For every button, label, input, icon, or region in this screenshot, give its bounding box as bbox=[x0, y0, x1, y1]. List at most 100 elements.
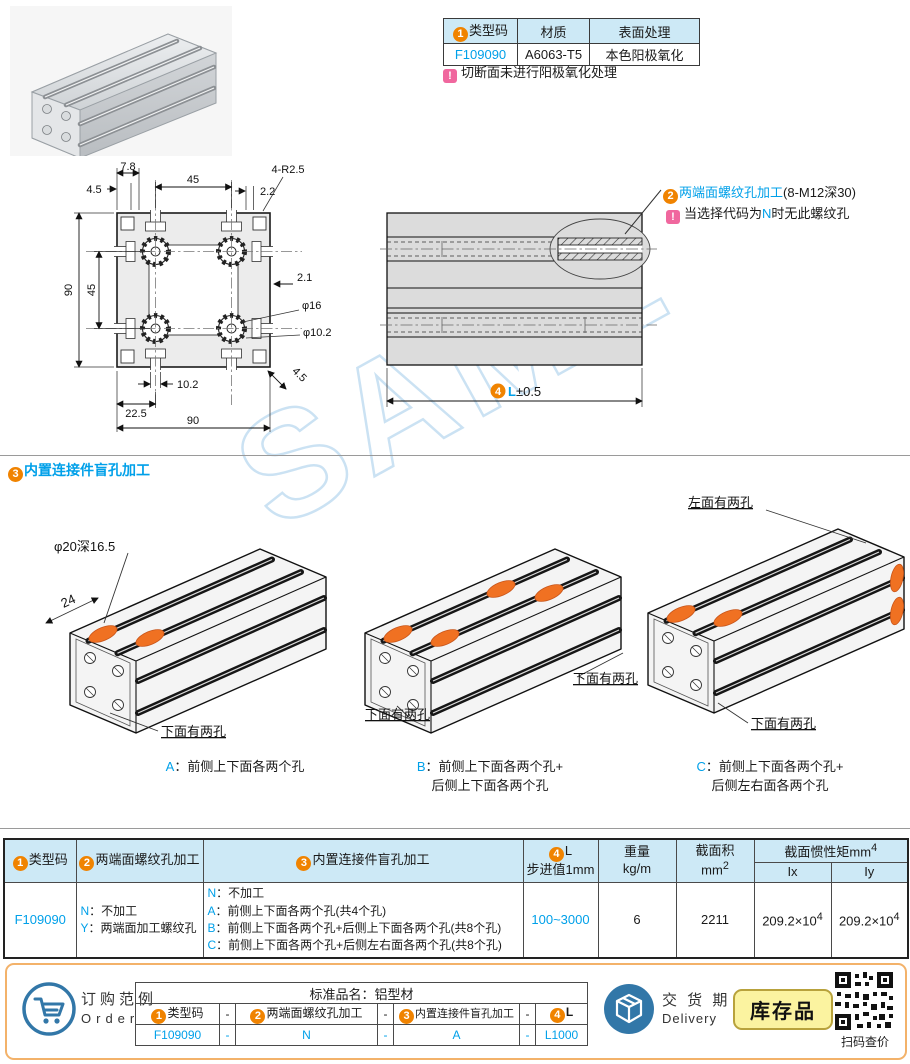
warning-icon: ! bbox=[666, 210, 680, 224]
blind-hole-plugs bbox=[88, 625, 165, 647]
variant-b-caption: B：前侧上下面各两个孔+ 后侧上下面各两个孔 bbox=[416, 759, 564, 793]
dim-label: 4.5 bbox=[289, 365, 308, 384]
blind-hole-variant-b-drawing: 下面有两孔 下面有两孔 bbox=[335, 505, 638, 755]
stock-badge: 库存品 bbox=[733, 989, 833, 1030]
thread-note: !当选择代码为N时无此螺纹孔 bbox=[666, 203, 849, 224]
section-divider bbox=[0, 455, 910, 456]
spec-type-code-link[interactable]: F109090 bbox=[3, 882, 77, 959]
section-divider bbox=[0, 828, 910, 829]
num-4-icon: 4 bbox=[548, 847, 564, 863]
num-1-icon: 1 bbox=[452, 27, 468, 42]
svg-text:L±0.5: L±0.5 bbox=[508, 384, 541, 399]
header-surface: 表面处理 bbox=[589, 18, 700, 44]
qr-code bbox=[833, 970, 895, 1032]
callout-leader-line bbox=[624, 189, 662, 235]
num-4-icon: 4 bbox=[495, 386, 502, 398]
spec-thread-options: N：不加工 Y：两端面加工螺纹孔 bbox=[75, 882, 204, 959]
cart-icon bbox=[22, 982, 76, 1036]
dim-label: 2.1 bbox=[297, 272, 312, 284]
order-thread-value: N bbox=[235, 1024, 378, 1046]
bottom-holes-label: 下面有两孔 bbox=[365, 707, 430, 722]
order-dash-value: - bbox=[519, 1024, 536, 1046]
order-dash: - bbox=[519, 1003, 536, 1025]
delivery-subtitle: Delivery bbox=[662, 1011, 717, 1026]
dim-label: 90 bbox=[187, 415, 199, 427]
order-dash: - bbox=[377, 1003, 394, 1025]
dim-label: 22.5 bbox=[125, 408, 146, 420]
order-dash-value: - bbox=[377, 1024, 394, 1046]
dim-label: 45 bbox=[187, 174, 199, 186]
dim-label: 45 bbox=[86, 284, 98, 296]
dim-label: φ16 bbox=[302, 300, 321, 312]
spec-iy-value: 209.2×104 bbox=[830, 882, 909, 959]
num-2-icon: 2 bbox=[79, 855, 95, 871]
dim-label: φ10.2 bbox=[303, 327, 332, 339]
bottom-holes-label: 下面有两孔 bbox=[573, 671, 638, 686]
variant-a-caption: A：前侧上下面各两个孔 bbox=[165, 759, 305, 774]
variant-c-caption: C：前侧上下面各两个孔+ 后侧左右面各两个孔 bbox=[696, 759, 844, 793]
hole-dim-label: φ20深16.5 bbox=[54, 539, 115, 554]
num-3-icon: 3 bbox=[8, 467, 23, 482]
table-row: F109090 N：不加工 Y：两端面加工螺纹孔 N：不加工 A：前侧上下面各两… bbox=[3, 882, 909, 959]
dim-label: 2.2 bbox=[260, 186, 275, 198]
spec-area-value: 2211 bbox=[675, 882, 755, 959]
num-1-icon: 1 bbox=[151, 1009, 167, 1024]
dim-label: 4-R2.5 bbox=[271, 164, 304, 176]
delivery-title: 交 货 期 bbox=[662, 992, 731, 1009]
pitch-dim-label: 24 bbox=[58, 591, 77, 611]
spec-length-range: 100~3000 bbox=[522, 882, 599, 959]
spec-header-inertia: 截面惯性矩mm4 bbox=[753, 838, 909, 864]
bottom-holes-label: 下面有两孔 bbox=[161, 724, 226, 739]
cross-section-drawing: 7.8 4.5 45 4-R2.5 2.2 90 45 2.1 φ16 φ10.… bbox=[63, 161, 332, 432]
num-3-icon: 3 bbox=[399, 1008, 414, 1024]
dim-label: 90 bbox=[63, 284, 75, 296]
order-dash: - bbox=[219, 1003, 236, 1025]
anodize-note: !切断面未进行阳极氧化处理 bbox=[443, 62, 617, 83]
delivery-box-icon bbox=[604, 984, 654, 1034]
surface-value: 本色阳极氧化 bbox=[589, 43, 700, 66]
blind-hole-variant-a-drawing: φ20深16.5 24 下面有两孔 bbox=[45, 539, 340, 739]
header-material: 材质 bbox=[517, 18, 590, 44]
spec-blind-options: N：不加工 A：前侧上下面各两个孔(共4个孔) B：前侧上下面各两个孔+后侧上下… bbox=[202, 882, 524, 959]
num-1-icon: 1 bbox=[12, 855, 28, 871]
bottom-holes-label: 下面有两孔 bbox=[751, 716, 816, 731]
order-subtitle: Order bbox=[81, 1011, 140, 1026]
dim-label: 10.2 bbox=[177, 379, 198, 391]
table-row: F109090 - N - A - L1000 bbox=[135, 1024, 588, 1046]
spec-header-iy: Iy bbox=[830, 862, 909, 884]
dim-label: 7.8 bbox=[120, 161, 135, 173]
length-dim-label: 4 L±0.5 bbox=[490, 383, 541, 399]
num-4-icon: 4 bbox=[549, 1008, 565, 1023]
blind-hole-plugs bbox=[383, 580, 564, 647]
spec-ix-value: 209.2×104 bbox=[753, 882, 832, 959]
num-2-icon: 2 bbox=[663, 189, 678, 204]
order-blind-value: A bbox=[393, 1024, 520, 1046]
order-product-name: 标准品名：铝型材 bbox=[135, 982, 588, 1004]
blind-hole-plugs bbox=[666, 563, 904, 627]
dim-label: 4.5 bbox=[86, 184, 101, 196]
material-value: A6063-T5 bbox=[517, 43, 590, 66]
order-dash-value: - bbox=[219, 1024, 236, 1046]
num-3-icon: 3 bbox=[296, 855, 312, 871]
warning-icon: ! bbox=[443, 69, 457, 83]
type-code-link[interactable]: F109090 bbox=[443, 43, 518, 66]
order-code-value: F109090 bbox=[135, 1024, 220, 1046]
qr-label: 扫码查价 bbox=[840, 1035, 889, 1049]
num-2-icon: 2 bbox=[250, 1009, 266, 1024]
